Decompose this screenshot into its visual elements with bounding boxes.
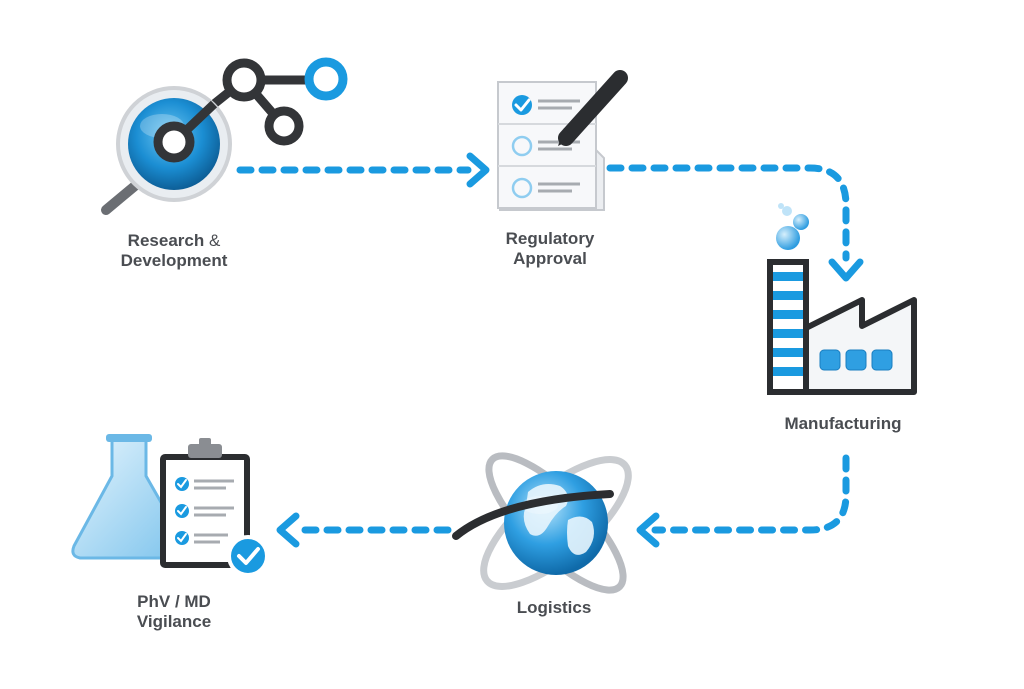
label-research-line1: Research [127, 231, 205, 250]
globe-orbit-icon [452, 452, 632, 594]
connector-logistics-to-vigilance [276, 512, 452, 548]
label-logistics: Logistics [516, 598, 592, 617]
checklist-pen-icon [497, 70, 628, 211]
label-manufacturing: Manufacturing [784, 414, 902, 433]
label-regulatory-line2: Approval [513, 249, 587, 268]
flask-clipboard-icon [71, 434, 269, 577]
connector-research-to-regulatory [236, 152, 490, 188]
label-research-development: Research & Development [100, 231, 248, 271]
label-vigilance-line1: PhV / MD [137, 592, 211, 611]
label-research-line2: Development [120, 251, 228, 270]
magnifier-molecule-icon [101, 57, 348, 215]
label-regulatory-approval: Regulatory Approval [480, 229, 620, 269]
label-research-amp: & [208, 231, 221, 250]
label-vigilance-line2: Vigilance [136, 612, 212, 631]
factory-icon [767, 203, 917, 395]
connector-regulatory-to-manufacturing [606, 164, 864, 282]
label-regulatory-line1: Regulatory [505, 229, 595, 248]
connector-manufacturing-to-logistics [636, 454, 850, 548]
label-phv-md-vigilance: PhV / MD Vigilance [104, 592, 244, 632]
